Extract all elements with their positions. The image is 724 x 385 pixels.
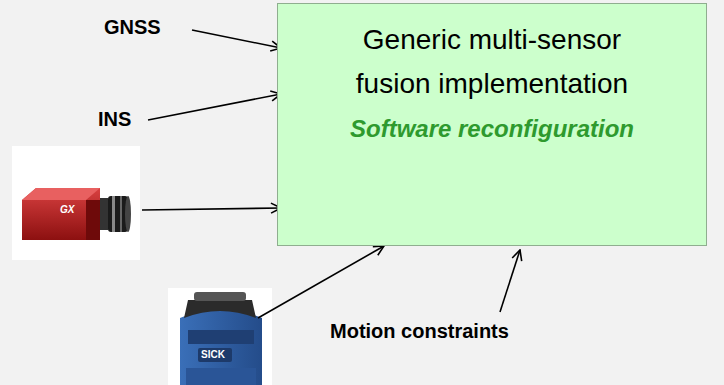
input-label: Motion constraints bbox=[330, 320, 509, 343]
arrow bbox=[500, 250, 520, 312]
fusion-box: Generic multi-sensor fusion implementati… bbox=[277, 3, 707, 246]
arrow bbox=[258, 246, 384, 318]
box-subtitle: Software reconfiguration bbox=[350, 112, 634, 146]
brand-mark: SICK bbox=[201, 349, 225, 360]
arrow bbox=[148, 94, 281, 120]
box-title: Generic multi-sensor fusion implementati… bbox=[342, 18, 642, 106]
input-label: INS bbox=[98, 108, 131, 131]
camera-picture bbox=[12, 146, 140, 260]
input-label: GNSS bbox=[104, 16, 161, 39]
laser-scanner-picture bbox=[168, 288, 272, 385]
arrow bbox=[192, 30, 281, 48]
brand-mark: GX bbox=[60, 204, 74, 215]
arrow bbox=[142, 208, 281, 210]
